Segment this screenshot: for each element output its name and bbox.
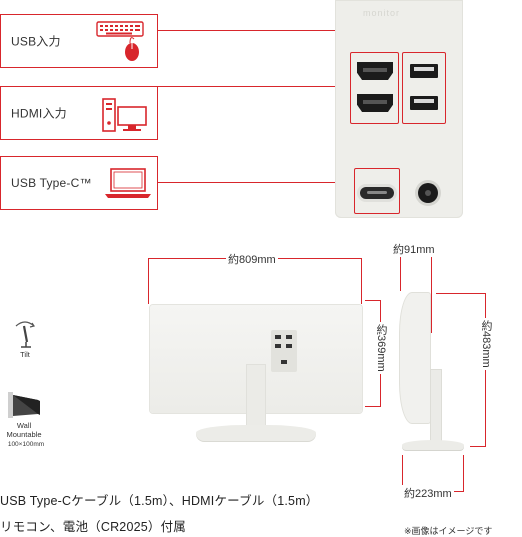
laptop-icon (105, 168, 151, 198)
wall-mount-vesa: 100×100mm (7, 441, 45, 448)
keyboard-mouse-icon (96, 21, 144, 61)
usb-input-label: USB入力 (11, 34, 61, 49)
usbc-highlight (354, 168, 400, 214)
image-note: ※画像はイメージです (404, 526, 493, 536)
depth-dim-label: 約91mm (391, 241, 437, 257)
accessories-line-2: リモコン、電池（CR2025）付属 (0, 520, 187, 534)
usbc-input-box: USB Type-C™ (0, 156, 158, 210)
usb-highlight (402, 52, 446, 124)
usb-port-2 (410, 96, 438, 110)
depth-dim-left (400, 253, 401, 291)
hdmi-highlight (350, 52, 399, 124)
monitor-side-view (400, 293, 430, 423)
hdmi-port-1 (357, 62, 393, 80)
monitor-side-base (402, 440, 464, 450)
usb-port-1 (410, 64, 438, 78)
tilt-label: Tilt (20, 350, 30, 359)
usb-connector-line (158, 30, 426, 31)
width-dim-left-tick (148, 258, 149, 304)
usbc-input-label: USB Type-C™ (11, 176, 92, 190)
wall-mount-label-1: Wall (16, 421, 32, 430)
usbc-port (360, 187, 394, 199)
height-dim-top (365, 300, 381, 301)
height-dim-label: 約369mm (373, 322, 389, 374)
width-dim-right-tick (361, 258, 362, 304)
wall-mount-label-2: Mountable (6, 430, 42, 439)
wall-mount-icon (8, 392, 40, 418)
hdmi-port-2 (357, 94, 393, 112)
hdmi-input-label: HDMI入力 (11, 106, 67, 121)
total-height-dim-bottom (470, 446, 486, 447)
rear-port-cluster (271, 330, 297, 372)
accessories-line-1: USB Type-Cケーブル（1.5m）、HDMIケーブル（1.5m） (0, 494, 319, 508)
usb-input-box: USB入力 (0, 14, 158, 68)
width-dim-label: 約809mm (226, 251, 278, 267)
total-height-dim-label: 約483mm (478, 318, 494, 370)
hdmi-connector-line (158, 86, 350, 87)
hdmi-input-box: HDMI入力 (0, 86, 158, 140)
tilt-icon (15, 321, 35, 348)
base-dim-left (402, 455, 403, 492)
monitor-stand-neck (247, 365, 265, 435)
monitor-side-arm (431, 370, 441, 445)
total-height-dim-top (436, 293, 486, 294)
height-dim-bottom (365, 406, 381, 407)
base-dim-right (463, 455, 464, 492)
monitor-stand-base (196, 425, 316, 441)
depth-dim-right (431, 253, 432, 333)
panel-brand-mark: monitor (363, 8, 401, 18)
audio-jack (418, 183, 438, 203)
pc-tower-monitor-icon (102, 98, 147, 132)
usbc-connector-line (158, 182, 354, 183)
base-dim-label: 約223mm (402, 485, 454, 501)
